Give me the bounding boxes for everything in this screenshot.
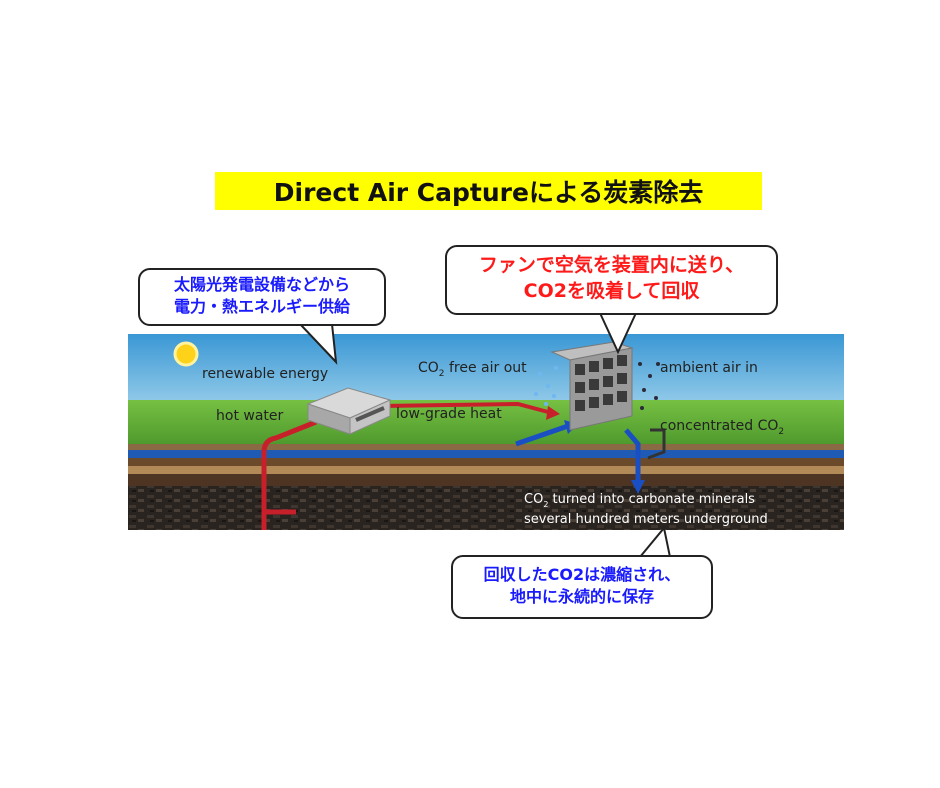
soil-band-2 xyxy=(128,458,844,466)
callout-storage-tail xyxy=(637,525,672,558)
callout-energy-supply: 太陽光発電設備などから 電力・熱エネルギー供給 xyxy=(138,268,386,326)
heat-arrowhead xyxy=(546,406,560,420)
sediment-band xyxy=(128,466,844,474)
callout-storage-line2: 地中に永続的に保存 xyxy=(509,586,654,606)
co2-down-arrowhead xyxy=(631,480,645,494)
heat-exchanger-icon xyxy=(306,387,392,435)
callout-fan-line2: CO2を吸着して回収 xyxy=(523,279,700,302)
label-hot-water: hot water xyxy=(216,408,284,424)
low-grade-heat-pipe xyxy=(377,401,549,414)
rock-layer xyxy=(128,486,844,530)
grass xyxy=(128,400,844,444)
label-concentrated-co2: concentrated CO2 xyxy=(660,418,784,437)
water-band xyxy=(128,450,844,458)
label-underground-line1: CO2 turned into carbonate minerals xyxy=(524,492,755,509)
label-ambient-air-in: ambient air in xyxy=(660,360,758,376)
co2-pipe-left xyxy=(515,423,569,447)
label-low-grade-heat: low-grade heat xyxy=(396,406,502,422)
callout-fan-capture: ファンで空気を装置内に送り、 CO2を吸着して回収 xyxy=(445,245,778,315)
co2-down-pipe xyxy=(624,428,641,482)
label-renewable-energy: renewable energy xyxy=(202,366,328,382)
dac-collector-icon xyxy=(534,341,660,431)
callout-co2-storage: 回収したCO2は濃縮され、 地中に永続的に保存 xyxy=(451,555,713,619)
soil-band xyxy=(128,444,844,450)
brown-band xyxy=(128,474,844,486)
concentrated-co2-pipe xyxy=(647,428,666,460)
label-underground-line2: several hundred meters underground xyxy=(524,512,768,527)
callout-storage-line1: 回収したCO2は濃縮され、 xyxy=(483,565,681,584)
callout-energy-line1: 太陽光発電設備などから xyxy=(173,275,350,294)
hot-water-pipe xyxy=(261,419,317,530)
callout-fan-line1: ファンで空気を装置内に送り、 xyxy=(478,254,745,276)
sun-icon xyxy=(173,341,199,367)
callout-energy-line2: 電力・熱エネルギー供給 xyxy=(173,296,350,316)
sky xyxy=(128,334,844,400)
dac-scene: renewable energy hot water low-grade hea… xyxy=(128,334,844,530)
label-co2-free-air-out: CO2 free air out xyxy=(418,360,527,379)
diagram-title: Direct Air Captureによる炭素除去 xyxy=(215,172,762,210)
